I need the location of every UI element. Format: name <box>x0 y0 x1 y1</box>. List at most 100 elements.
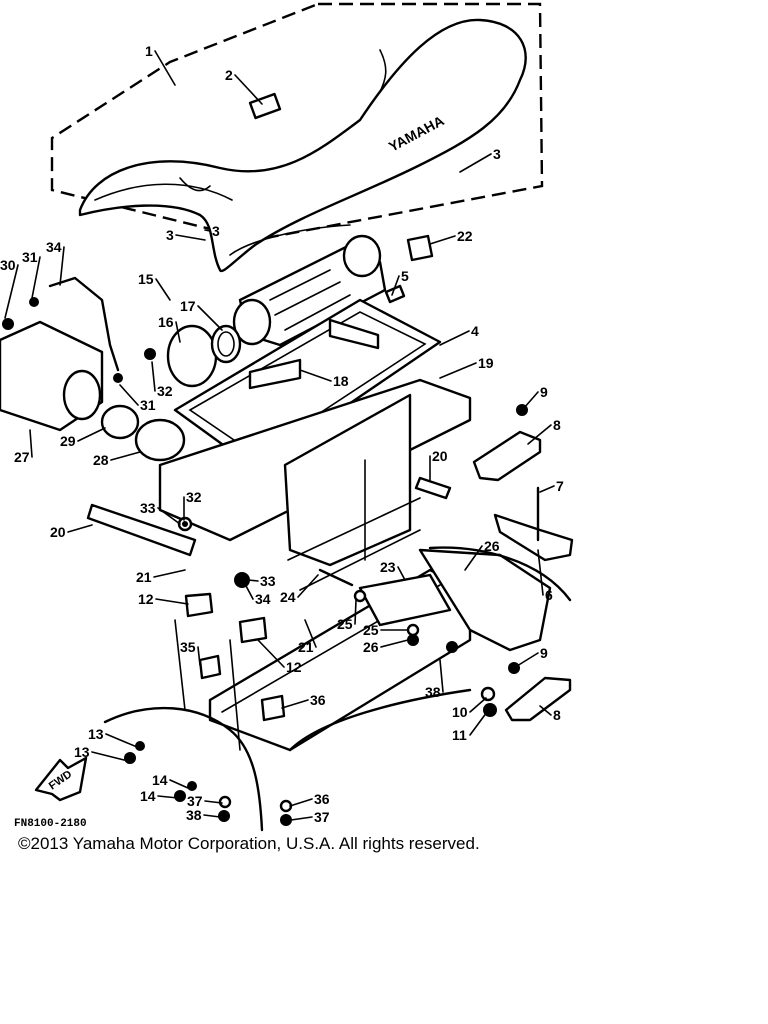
callout-17: 17 <box>180 298 196 314</box>
callout-1: 1 <box>145 43 153 59</box>
leader-line-24 <box>297 574 319 598</box>
callout-2: 2 <box>225 67 233 83</box>
seat-dashed-outline <box>50 2 544 242</box>
callout-3: 3 <box>493 146 501 162</box>
leader-line-13 <box>105 733 138 748</box>
leader-line-34 <box>59 246 65 286</box>
fwd-arrow: FWD <box>34 756 88 802</box>
leader-line-25 <box>354 599 357 625</box>
pin-24 <box>318 568 354 587</box>
leader-line-38 <box>439 659 444 693</box>
washer-10 <box>480 686 496 702</box>
tow-eye-6 <box>493 513 574 562</box>
filter-seal-ring <box>210 324 242 364</box>
air-box-gasket <box>100 404 140 440</box>
callout-13: 13 <box>74 744 90 760</box>
seat-strap <box>248 92 282 120</box>
leader-line-2 <box>234 74 263 105</box>
leader-line-10 <box>469 697 487 713</box>
callout-13: 13 <box>88 726 104 742</box>
washer-25a <box>353 589 367 603</box>
leader-line-12 <box>257 639 285 668</box>
air-box-cap <box>134 418 186 462</box>
leader-line-26 <box>380 639 409 648</box>
callout-26: 26 <box>363 639 379 655</box>
callout-34: 34 <box>46 239 62 255</box>
leader-line-12 <box>155 598 189 605</box>
leader-line-14 <box>157 795 179 799</box>
seat-assembly: YAMAHA <box>50 2 544 273</box>
leader-line-28 <box>110 451 141 461</box>
hull-edge <box>103 546 572 832</box>
bolt-31 <box>2 318 14 330</box>
seat-lower-line <box>229 224 351 256</box>
callout-38: 38 <box>425 684 441 700</box>
seat-crease <box>379 49 387 93</box>
nut-26b <box>446 641 458 653</box>
nut-14b <box>174 790 186 802</box>
callout-29: 29 <box>60 433 76 449</box>
bolt-13b <box>187 781 197 791</box>
callout-16: 16 <box>158 314 174 330</box>
exploded-view-drawing: YAMAHA <box>0 2 574 832</box>
seat-body <box>78 18 527 273</box>
leader-line-8 <box>539 705 552 716</box>
leader-line-16 <box>175 321 181 343</box>
callout-10: 10 <box>452 704 468 720</box>
leader-line-37 <box>290 816 313 821</box>
clip-18a <box>248 358 302 390</box>
leader-line-8 <box>527 424 552 445</box>
clip-18b <box>328 318 380 350</box>
nut-26a <box>407 634 419 646</box>
duct-end <box>342 234 382 278</box>
strip-20-right <box>414 476 452 500</box>
leader-line-18 <box>299 369 332 382</box>
seat-edge-line <box>94 183 233 201</box>
callout-25: 25 <box>363 622 379 638</box>
leader-line-9 <box>523 391 539 409</box>
callout-37: 37 <box>187 793 203 809</box>
tub-body <box>283 393 412 567</box>
nut-31b <box>113 373 123 383</box>
leader-line-33 <box>247 579 259 582</box>
nut-38b <box>280 814 292 826</box>
leader-line-31 <box>119 384 139 406</box>
callout-37: 37 <box>314 809 330 825</box>
leader-line-15 <box>155 278 171 301</box>
hull-edge-right <box>428 546 572 602</box>
leader-line-33 <box>157 507 181 525</box>
washer-25b <box>406 623 420 637</box>
leader-line-1 <box>154 50 176 86</box>
duct-flange <box>232 298 272 346</box>
leader-line-14 <box>169 779 189 789</box>
callout-9: 9 <box>540 645 548 661</box>
callout-12: 12 <box>138 591 154 607</box>
leader-line-36 <box>281 699 309 709</box>
copyright-notice: ©2013 Yamaha Motor Corporation, U.S.A. A… <box>18 834 480 853</box>
intake-duct <box>166 234 387 388</box>
washer-37a <box>218 795 232 809</box>
leader-line-26 <box>464 545 483 571</box>
leader-line-4 <box>439 330 470 346</box>
callout-20: 20 <box>432 448 448 464</box>
leader-line-9 <box>516 652 539 667</box>
leader-line-23 <box>397 566 406 581</box>
grip-8-top <box>472 430 542 482</box>
callout-14: 14 <box>152 772 168 788</box>
nut-14a <box>124 752 136 764</box>
leader-line-3 <box>175 234 206 241</box>
leader-line-31 <box>31 256 41 299</box>
leader-line-37 <box>204 800 223 804</box>
bracket-12-right <box>238 616 268 644</box>
grip-8-bottom <box>504 676 572 722</box>
strip-21 <box>287 497 421 591</box>
nut-34 <box>234 572 250 588</box>
leader-line-7 <box>539 485 555 493</box>
stopper-36-right <box>260 694 286 722</box>
callout-32: 32 <box>157 383 173 399</box>
callout-4: 4 <box>471 323 479 339</box>
handles-right <box>472 404 574 722</box>
leader-line-20 <box>67 524 93 533</box>
callout-19: 19 <box>478 355 494 371</box>
